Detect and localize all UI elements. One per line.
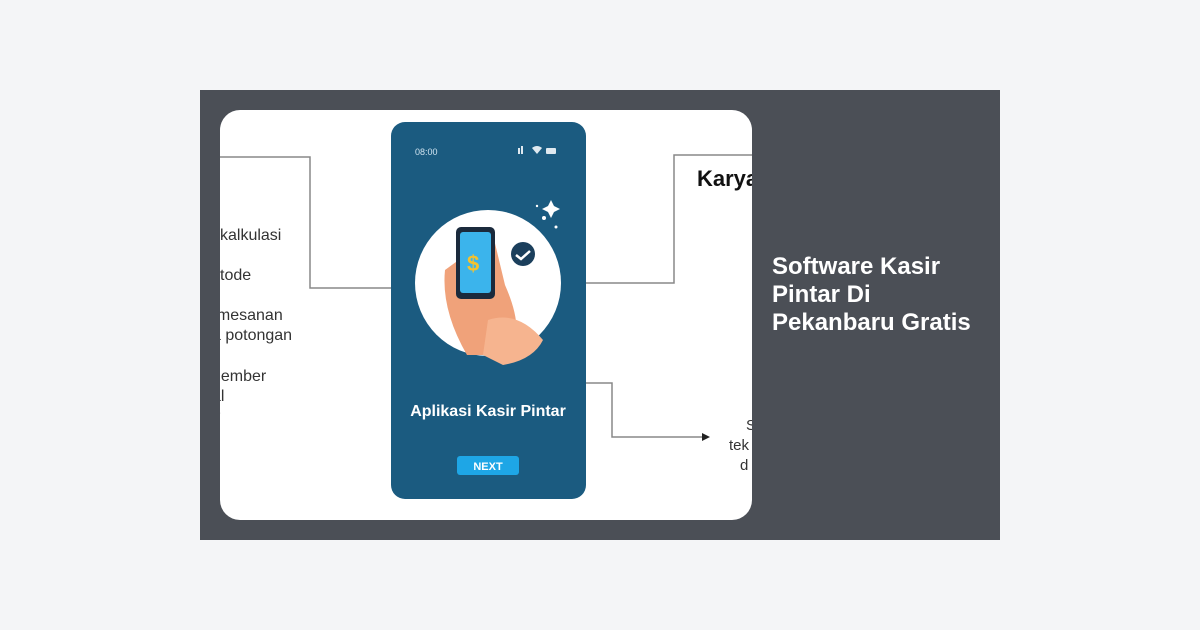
dollar-icon: $ xyxy=(467,251,479,276)
right-text: d xyxy=(740,457,748,474)
connector-line xyxy=(585,154,752,284)
connector-line xyxy=(220,156,392,289)
arrow-icon xyxy=(702,433,710,441)
right-text: tek xyxy=(729,437,750,454)
connector-line xyxy=(585,382,702,438)
left-text: kalkulasi xyxy=(220,227,281,244)
left-text: tode xyxy=(220,267,251,284)
hand-holding-phone-icon: $ xyxy=(444,227,543,365)
left-text: r xyxy=(220,408,221,425)
phone-illustration: 08:00 $ xyxy=(391,122,586,499)
check-badge-icon xyxy=(511,242,535,266)
app-title: Aplikasi Kasir Pintar xyxy=(410,403,566,420)
right-heading: Karya xyxy=(697,166,752,191)
status-icons xyxy=(518,146,556,154)
phone-time: 08:00 xyxy=(415,147,438,157)
left-text: a potongan xyxy=(220,327,292,344)
next-button xyxy=(457,456,519,475)
sparkle-icon xyxy=(535,200,560,229)
right-text: S xyxy=(746,417,752,434)
post-title[interactable]: Software Kasir Pintar Di Pekanbaru Grati… xyxy=(772,253,971,336)
left-text: al xyxy=(220,388,224,405)
next-button-label: NEXT xyxy=(473,461,503,473)
